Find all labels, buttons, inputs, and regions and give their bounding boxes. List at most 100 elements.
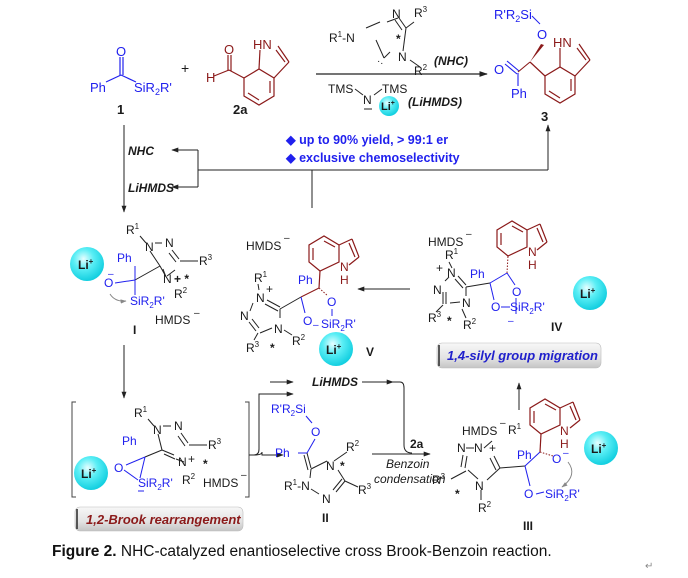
svg-text:Ph: Ph	[122, 434, 137, 448]
intermediate-II: R'R2Si O Ph N R2 * R1-N N R3 II	[271, 402, 372, 525]
svg-text:–: –	[284, 233, 290, 244]
svg-text:N: N	[256, 291, 265, 305]
svg-text:R2: R2	[463, 317, 477, 332]
svg-text:HMDS: HMDS	[246, 239, 281, 253]
figure-caption-label: Figure 2.	[52, 543, 117, 560]
intermediate-I: Li+ R1 N N R3 N + * R2 Ph O – SiR2R' HMD…	[70, 222, 213, 337]
svg-text:N: N	[163, 272, 172, 286]
svg-text:R2: R2	[346, 439, 360, 454]
svg-text:Ph: Ph	[517, 448, 532, 462]
svg-text:*: *	[447, 314, 452, 328]
svg-text:R3: R3	[358, 482, 372, 497]
svg-text:N: N	[560, 424, 569, 438]
silyl-migration-tag: 1,4-silyl group migration	[436, 342, 602, 369]
svg-text:–: –	[313, 320, 319, 331]
svg-text:SiR2R': SiR2R'	[545, 487, 580, 503]
lithium-cation-IV	[573, 276, 607, 310]
nhc-label: (NHC)	[434, 54, 468, 68]
carbonyl-oxygen: O	[116, 44, 126, 59]
svg-text:O: O	[114, 461, 123, 475]
svg-text:–: –	[466, 229, 472, 240]
svg-text:R1-N: R1-N	[329, 30, 355, 45]
svg-text:N: N	[528, 245, 537, 259]
intermediate-label-I: I	[133, 323, 136, 337]
svg-text:R3: R3	[414, 5, 428, 20]
svg-text:+: +	[436, 261, 443, 275]
compound-label-3: 3	[541, 109, 548, 124]
svg-text:*: *	[203, 457, 208, 471]
intermediate-IV: HMDS – R1 + N N N R3 * R2 Ph O O SiR2R'	[428, 220, 607, 334]
recycle-nhc-label: NHC	[128, 144, 154, 158]
plus-sign: +	[181, 60, 189, 76]
svg-text:HN: HN	[553, 35, 572, 50]
lithium-cation-V	[319, 332, 353, 366]
intermediate-III: HMDS – R1 N N + R3 * N R2 Ph O SiR2R'	[432, 398, 618, 533]
intermediate-label-V: V	[366, 345, 374, 359]
svg-text:*: *	[455, 487, 460, 501]
svg-text:H: H	[560, 437, 569, 451]
svg-text:O: O	[537, 27, 547, 42]
branch-arrows	[249, 379, 413, 458]
condensation-line2: condensation	[374, 472, 446, 486]
svg-text:Ph: Ph	[275, 446, 290, 460]
lithium-cation-III	[584, 431, 618, 465]
svg-text:+: +	[188, 452, 195, 466]
lihmds-label: (LiHMDS)	[408, 95, 462, 109]
svg-text:N: N	[178, 455, 187, 469]
svg-text:R2: R2	[182, 472, 196, 487]
lihmds-regenerated-label: LiHMDS	[312, 375, 358, 389]
compound-label-2a: 2a	[233, 102, 248, 117]
svg-text:+ *: + *	[174, 272, 189, 286]
svg-text:R3: R3	[246, 340, 260, 355]
brook-rearrangement-label: 1,2-Brook rearrangement	[86, 512, 241, 527]
svg-text:N: N	[475, 479, 484, 493]
svg-text:N: N	[326, 459, 335, 473]
lithium-cation-bracket	[74, 456, 108, 490]
svg-text:R2: R2	[174, 286, 188, 301]
svg-text:R1-N: R1-N	[284, 478, 310, 493]
paragraph-return-mark: ↵	[645, 561, 654, 572]
svg-text:Ph: Ph	[470, 267, 485, 281]
lihmds-base: TMS TMS N Li+ (LiHMDS)	[328, 82, 462, 116]
svg-text:R3: R3	[199, 253, 213, 268]
svg-text:TMS: TMS	[382, 82, 407, 96]
phenyl-group: Ph	[90, 80, 106, 95]
svg-text:–: –	[563, 448, 569, 459]
svg-text:TMS: TMS	[328, 82, 353, 96]
aldehyde-2a-label: 2a	[410, 437, 424, 451]
intermediate-label-IV: IV	[551, 320, 562, 334]
lithium-cation-I	[70, 247, 104, 281]
svg-text:O: O	[303, 314, 312, 328]
svg-text:*: *	[396, 32, 401, 46]
intermediate-V: HMDS – R1 + N N N R3 * R2 Ph O – O	[240, 233, 374, 366]
svg-text:R1: R1	[445, 247, 459, 262]
intermediate-label-III: III	[523, 519, 533, 533]
svg-text:N: N	[392, 7, 401, 21]
svg-text:Ph: Ph	[117, 251, 132, 265]
aldehyde-hydrogen: H	[206, 70, 215, 85]
svg-text:HMDS: HMDS	[155, 313, 190, 327]
svg-text:*: *	[270, 341, 275, 355]
svg-text:O: O	[524, 487, 533, 501]
compound-label-1: 1	[117, 102, 124, 117]
svg-text:HMDS: HMDS	[462, 424, 497, 438]
svg-text:Ph: Ph	[511, 86, 527, 101]
svg-text:–: –	[500, 418, 506, 429]
product-3: R'R2Si O O Ph HN 3	[494, 7, 591, 124]
svg-text:N: N	[462, 296, 471, 310]
aldehyde-oxygen: O	[224, 42, 234, 57]
catalyst-recycle-arrows	[121, 124, 551, 213]
svg-text:SiR2R': SiR2R'	[138, 476, 173, 492]
svg-text:Ph: Ph	[298, 273, 313, 287]
svg-text:–: –	[508, 316, 514, 327]
highlight-chemoselectivity: ◆ exclusive chemoselectivity	[285, 151, 460, 165]
svg-text:N: N	[145, 240, 154, 254]
svg-text:N: N	[447, 266, 456, 280]
svg-text:SiR2R': SiR2R'	[130, 294, 165, 310]
svg-text:N: N	[274, 322, 283, 336]
highlight-yield: ◆ up to 90% yield, > 99:1 er	[285, 133, 448, 147]
svg-text:HMDS: HMDS	[203, 476, 238, 490]
silyl-group: SiR2R'	[134, 80, 172, 97]
svg-text:N: N	[363, 93, 372, 107]
svg-text:R'R2Si: R'R2Si	[271, 402, 306, 418]
